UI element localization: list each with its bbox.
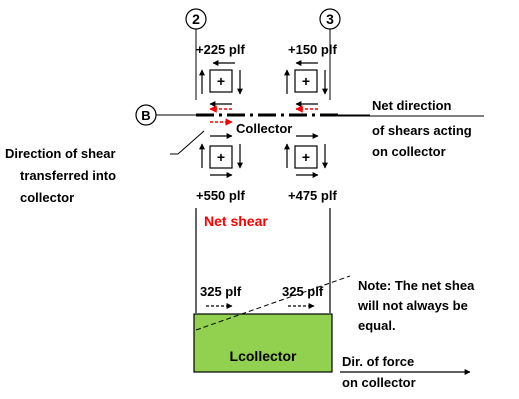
shear-transfer-leader [177,130,205,155]
note-callout: Note: The net shea will not always be eq… [357,278,475,333]
lcollector-label: Lcollector [230,348,297,364]
collector-label: Collector [236,121,292,136]
grid-label-b: B [141,108,150,123]
element-symbol: + [302,73,310,89]
shear-transfer-line-1: Direction of shear [5,146,116,161]
shear-element-upper-left: + [199,60,243,95]
grid-bubble-2: 2 [185,8,207,30]
net-direction-line-3: on collector [372,144,446,159]
shear-top-right: +150 plf [288,42,337,57]
shear-element-lower-right: + [284,133,328,178]
shear-element-lower-left: + [199,133,243,178]
note-line-1: Note: The net shea [358,278,475,293]
note-line-2: will not always be [357,298,468,313]
net-shear-label: Net shear [204,213,268,229]
grid-bubble-3: 3 [319,8,341,30]
element-symbol: + [302,149,310,165]
shear-top-left: +225 plf [196,42,245,57]
shear-transfer-line-2: transferred into [20,168,116,183]
grid-label-3: 3 [326,11,334,27]
grid-label-2: 2 [192,11,200,27]
note-line-3: equal. [358,318,396,333]
note-leader [195,275,351,331]
shear-element-upper-right: + [284,60,328,95]
shear-transfer-line-3: collector [20,190,74,205]
net-shear-right: 325 plf [282,284,324,299]
force-direction-line-2: on collector [342,375,416,390]
shear-bottom-left: +550 plf [196,188,245,203]
element-symbol: + [217,73,225,89]
shear-transfer-callout: Direction of shear transferred into coll… [5,130,205,205]
element-symbol: + [217,149,225,165]
net-direction-line-2: of shears acting [372,123,472,138]
force-direction-line-1: Dir. of force [342,354,414,369]
lcollector-box [193,313,333,373]
net-direction-callout: Net direction of shears acting on collec… [336,98,484,159]
shear-bottom-right: +475 plf [288,188,337,203]
net-shear-left: 325 plf [200,284,242,299]
net-direction-line-1: Net direction [372,98,452,113]
grid-bubble-b: B [135,104,157,126]
force-direction-callout: Dir. of force on collector [340,354,471,390]
